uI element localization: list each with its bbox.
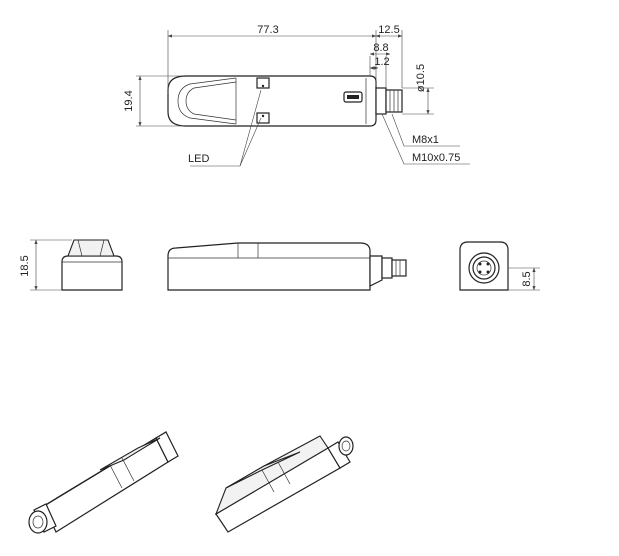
dim-thread-length: 8.8 xyxy=(373,42,388,54)
dim-connector-length: 12.5 xyxy=(378,24,399,36)
end-view-front xyxy=(30,239,123,291)
isometric-view-right xyxy=(214,435,354,533)
dim-side-height: 18.5 xyxy=(19,255,31,276)
led-label: LED xyxy=(188,153,209,165)
dim-connector-height: 8.5 xyxy=(521,271,533,286)
thread-m8-label: M8x1 xyxy=(412,134,439,146)
top-view xyxy=(136,30,470,167)
isometric-view-left xyxy=(28,431,179,534)
side-view xyxy=(167,242,407,291)
dim-thread-dia: ø10.5 xyxy=(415,64,427,92)
thread-m10-label: M10x0.75 xyxy=(412,152,460,164)
dim-length: 77.3 xyxy=(257,24,278,36)
end-view-connector xyxy=(459,241,540,291)
dim-height: 19.4 xyxy=(123,90,135,111)
dim-collar: 1.2 xyxy=(374,56,389,68)
